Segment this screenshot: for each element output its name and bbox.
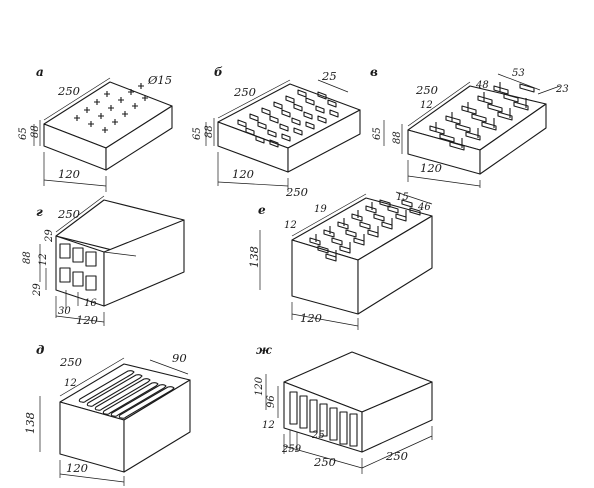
panel-letter-e: е bbox=[258, 203, 266, 217]
dim-zh-25: 25 bbox=[311, 430, 325, 441]
brick-b-slots bbox=[237, 89, 339, 148]
dim-d-90: 90 bbox=[172, 351, 187, 365]
dim-zh-120: 120 bbox=[254, 376, 265, 396]
brick-d-slots bbox=[78, 370, 175, 419]
dim-a-88: 88 bbox=[30, 125, 41, 138]
dim-e-250: 250 bbox=[285, 185, 308, 199]
panel-letter-b: б bbox=[214, 65, 223, 79]
dim-e-46: 46 bbox=[417, 202, 431, 213]
brick-a-holes bbox=[74, 83, 148, 133]
brick-v-slots bbox=[429, 82, 535, 151]
brick-a-side bbox=[105, 105, 173, 171]
dim-v-48: 48 bbox=[475, 80, 489, 91]
dim-zh-250a: 250 bbox=[313, 455, 336, 469]
dim-v-23: 23 bbox=[555, 84, 569, 95]
dim-zh-96: 96 bbox=[266, 395, 277, 408]
brick-panel-zh: ж 120 96 12 25 259 250 250 bbox=[254, 343, 433, 474]
brick-panel-b: б 250 25 65 88 120 bbox=[192, 65, 361, 192]
dim-e-15: 15 bbox=[396, 192, 409, 203]
panel-letter-a: а bbox=[36, 65, 44, 79]
brick-d-side bbox=[123, 379, 191, 473]
dim-v-250: 250 bbox=[415, 83, 438, 97]
brick-e-holes bbox=[309, 199, 421, 262]
dim-d-12: 12 bbox=[64, 378, 77, 389]
dim-zh-12: 12 bbox=[262, 420, 275, 431]
dim-d-138: 138 bbox=[23, 412, 37, 434]
dim-a-120: 120 bbox=[58, 167, 80, 181]
dim-b-25: 25 bbox=[321, 69, 337, 83]
dim-a-65: 65 bbox=[18, 127, 29, 140]
dim-a-250: 250 bbox=[57, 84, 80, 98]
dim-g-120: 120 bbox=[76, 313, 98, 327]
dim-g-30: 30 bbox=[58, 306, 71, 317]
brick-b-side bbox=[287, 109, 361, 173]
panel-letter-g: г bbox=[36, 205, 43, 219]
panel-letter-v: в bbox=[370, 65, 378, 79]
dim-g-29b: 29 bbox=[32, 283, 43, 297]
dim-g-12: 12 bbox=[38, 253, 49, 266]
dim-b-250: 250 bbox=[233, 85, 256, 99]
dim-d-250: 250 bbox=[59, 355, 82, 369]
panel-letter-d: д bbox=[36, 343, 44, 357]
dim-g-250: 250 bbox=[57, 207, 80, 221]
dim-v-88: 88 bbox=[392, 131, 403, 144]
brick-zh-slots bbox=[289, 391, 358, 447]
brick-panel-a: а 250 Ø15 65 88 120 bbox=[18, 65, 173, 192]
brick-e-side bbox=[357, 215, 433, 315]
dim-zh-250b: 250 bbox=[385, 449, 408, 463]
dim-v-120: 120 bbox=[420, 161, 442, 175]
brick-panel-e: е 250 15 46 19 12 138 120 bbox=[247, 185, 433, 330]
brick-panel-g: г 250 88 29 12 29 30 16 120 bbox=[22, 195, 185, 327]
dim-e-120: 120 bbox=[300, 311, 322, 325]
dim-d-120: 120 bbox=[66, 461, 88, 475]
dim-b-65: 65 bbox=[192, 127, 203, 140]
dim-g-29a: 29 bbox=[44, 229, 55, 243]
dim-e-138: 138 bbox=[247, 246, 261, 268]
brick-panel-d: д 250 90 12 138 120 bbox=[23, 343, 191, 486]
panel-letter-zh: ж bbox=[256, 343, 272, 357]
dim-e-19: 19 bbox=[314, 204, 327, 215]
dim-v-53: 53 bbox=[512, 68, 525, 79]
dim-a-hole: Ø15 bbox=[147, 73, 172, 87]
brick-zh-side bbox=[361, 381, 433, 453]
dim-v-65: 65 bbox=[372, 127, 383, 140]
dim-g-88: 88 bbox=[22, 251, 33, 264]
brick-g-holes bbox=[59, 243, 97, 291]
dim-b-120: 120 bbox=[232, 167, 254, 181]
dim-v-12: 12 bbox=[420, 100, 433, 111]
dim-e-12: 12 bbox=[284, 220, 297, 231]
dim-zh-259: 259 bbox=[281, 444, 302, 455]
brick-g-side bbox=[103, 219, 185, 307]
brick-panel-v: в 250 48 53 23 12 65 88 120 bbox=[370, 65, 569, 188]
dim-g-16: 16 bbox=[84, 298, 97, 309]
dim-b-88: 88 bbox=[204, 125, 215, 138]
brick-v-side bbox=[479, 103, 547, 175]
